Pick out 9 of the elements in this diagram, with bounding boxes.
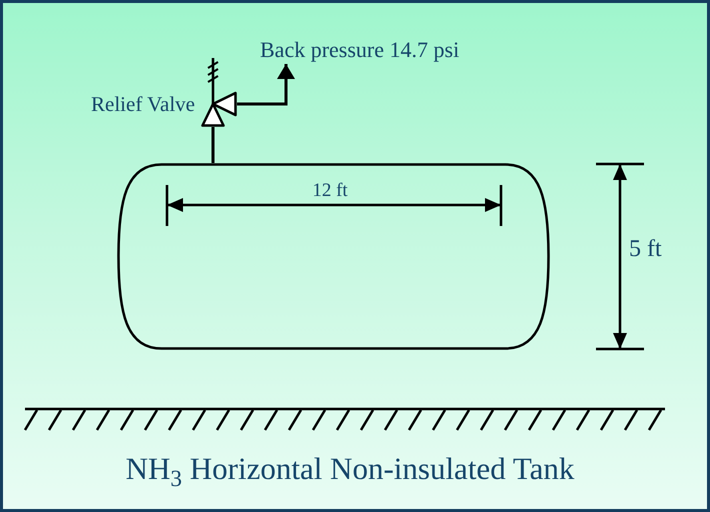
tank bbox=[117, 163, 550, 350]
dimension-label: 5 ft bbox=[629, 235, 662, 263]
relief-valve-symbol bbox=[200, 56, 237, 127]
valve-label: Relief Valve bbox=[91, 92, 195, 116]
pressure-label: Back pressure 14.7 psi bbox=[260, 36, 460, 64]
caption: NH$_{3}$ Horizontal Non-insulated Tank bbox=[126, 451, 574, 487]
outlet-arrow bbox=[237, 64, 295, 106]
pipe bbox=[212, 127, 214, 163]
dimension-label: 12 ft bbox=[312, 180, 348, 202]
